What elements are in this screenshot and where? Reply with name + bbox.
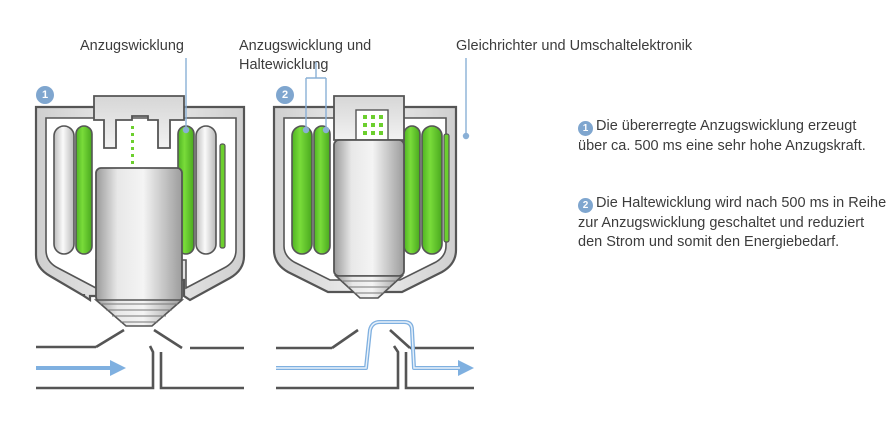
step-badge-1: 1 <box>36 86 54 104</box>
coil-green-left-1 <box>75 125 93 255</box>
label-pull-in-and-hold-winding-line2: Haltewicklung <box>239 57 329 73</box>
valve-2 <box>272 95 458 299</box>
valve-diagram <box>34 58 474 390</box>
step-1-badge: 1 <box>578 121 593 136</box>
electronics-strip-1 <box>219 143 226 249</box>
flow-arrow-1 <box>36 360 126 376</box>
coil-white-left-1 <box>53 125 75 255</box>
electronics-strip-2 <box>443 133 450 243</box>
plug-1 <box>93 95 185 149</box>
plunger-1 <box>95 167 183 303</box>
plunger-2 <box>333 139 405 277</box>
step-2-badge: 2 <box>578 198 593 213</box>
step-badge-2: 2 <box>276 86 294 104</box>
leader-lines <box>182 58 470 140</box>
coil-white-right-1 <box>195 125 217 255</box>
pipes-1 <box>36 328 244 390</box>
valve-1 <box>34 95 246 327</box>
field-dots-1 <box>131 126 134 164</box>
coil-green-d-2 <box>421 125 443 255</box>
step-1-text: Die übererregte Anzugswicklung erzeugt ü… <box>578 118 866 154</box>
label-pull-in-and-hold-winding-line1: Anzugswicklung und <box>239 38 372 54</box>
field-dots-2 <box>363 115 383 135</box>
step-2-text: Die Haltewicklung wird nach 500 ms in Re… <box>578 195 887 250</box>
label-pull-in-winding: Anzugswicklung <box>80 38 184 54</box>
pipes-2 <box>276 328 474 390</box>
coil-green-c-2 <box>403 125 421 255</box>
coil-green-a-2 <box>291 125 313 255</box>
coil-green-b-2 <box>313 125 331 255</box>
label-rectifier-electronics: Gleichrichter und Umschaltelektronik <box>456 38 693 54</box>
